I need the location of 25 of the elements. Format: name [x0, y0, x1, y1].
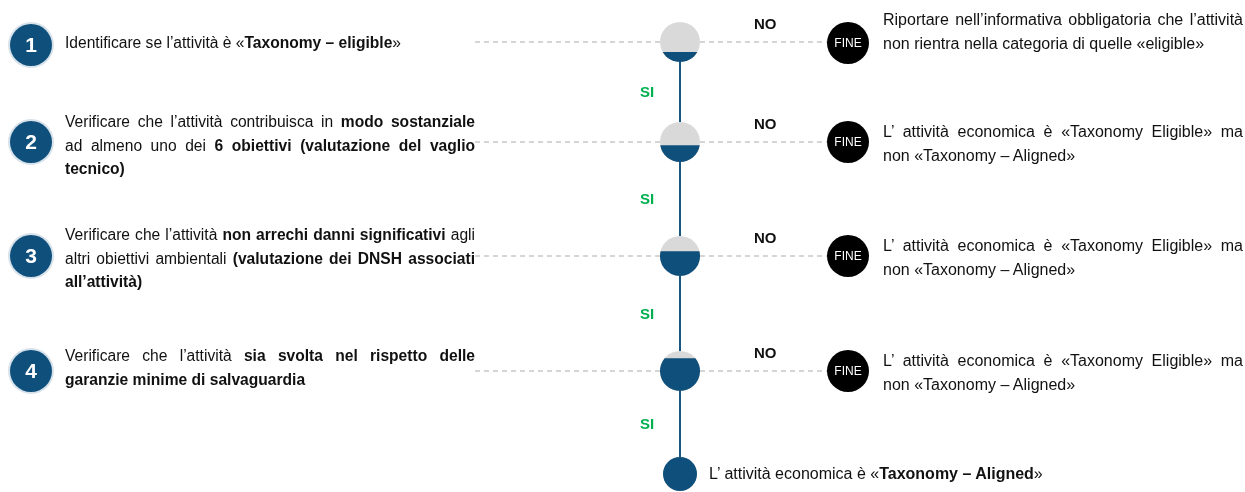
- end-badge: FINE: [827, 121, 869, 163]
- step-number: 3: [10, 235, 52, 277]
- connector-line: [679, 161, 681, 237]
- step-number: 2: [10, 121, 52, 163]
- result-text: L’ attività economica è «Taxonomy – Aligned»: [709, 464, 1043, 484]
- connector-line: [679, 61, 681, 123]
- connector-line: [679, 275, 681, 352]
- step-description: Identificare se l’attività è «Taxonomy – eligible»: [65, 33, 402, 53]
- end-badge: FINE: [827, 235, 869, 277]
- connector-line: [679, 390, 681, 458]
- outcome-text: L’ attività economica è «Taxonomy Eligible» ma non «Taxonomy – Aligned»: [883, 122, 1243, 166]
- dashed-connector: [474, 255, 661, 257]
- step-description: Verificare che l’attività contribuisca in modo sostanziale ad almeno uno dei 6 obiettivi (valutazione del vaglio tecnico): [65, 112, 475, 179]
- step-number: 4: [10, 350, 52, 392]
- end-badge: FINE: [827, 22, 869, 64]
- dashed-connector: [474, 370, 661, 372]
- end-badge: FINE: [827, 350, 869, 392]
- step-description: Verificare che l’attività non arrechi danni significativi agli altri obiettivi ambientali (valutazione dei DNSH associati all’attività): [65, 225, 475, 292]
- dashed-connector: [474, 41, 661, 43]
- step-description: Verificare che l’attività sia svolta nel rispetto delle garanzie minime di salvaguardia: [65, 346, 475, 390]
- outcome-text: L’ attività economica è «Taxonomy Eligible» ma non «Taxonomy – Aligned»: [883, 236, 1243, 280]
- outcome-text: L’ attività economica è «Taxonomy Eligible» ma non «Taxonomy – Aligned»: [883, 351, 1243, 395]
- outcome-text: Riportare nell’informativa obbligatoria che l’attività non rientra nella categoria di quelle «eligible»: [883, 10, 1243, 54]
- dashed-connector: [474, 141, 661, 143]
- step-number: 1: [10, 24, 52, 66]
